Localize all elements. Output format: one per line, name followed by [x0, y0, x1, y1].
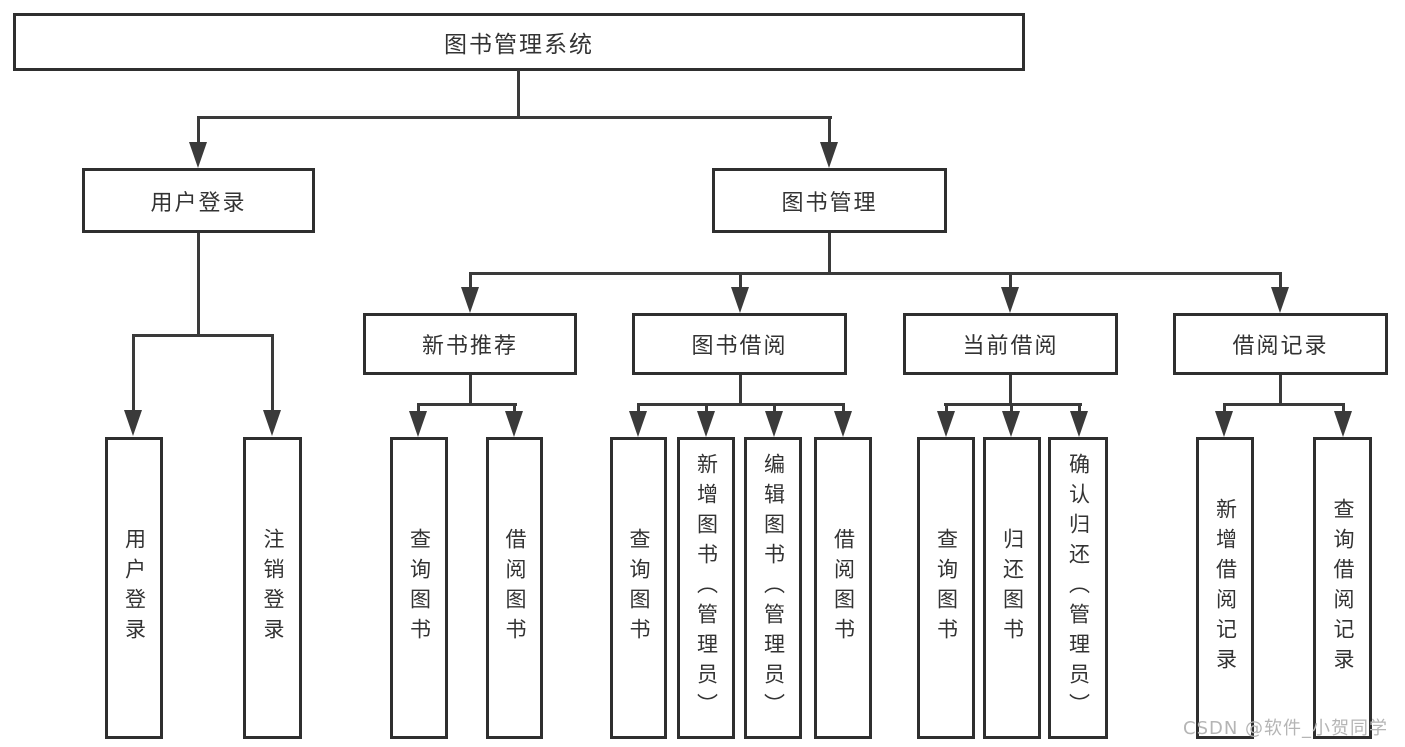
connector-line [417, 403, 517, 406]
arrow-down-shaft [197, 116, 200, 144]
arrow-down-shaft [132, 334, 135, 412]
node-book-borrowing: 图书借阅 [632, 313, 847, 375]
arrow-down-head [629, 411, 647, 437]
connector-line [1223, 403, 1345, 406]
connector-line [197, 116, 832, 119]
node-label: 图书管理系统 [444, 32, 594, 58]
arrow-down-head [1334, 411, 1352, 437]
leaf-label: 确认归还（管理员） [1066, 453, 1091, 723]
connector-line [1279, 375, 1282, 406]
node-label: 图书借阅 [691, 334, 788, 359]
node-user-login: 用户登录 [82, 168, 315, 233]
leaf-query-borrow-record: 查询借阅记录 [1313, 437, 1372, 739]
leaf-add-books-admin: 新增图书（管理员） [677, 437, 735, 739]
leaf-label: 用户登录 [122, 528, 147, 648]
leaf-label: 借阅图书 [831, 528, 856, 648]
arrow-down-head [731, 287, 749, 313]
csdn-watermark: CSDN @软件_小贺同学 [1183, 718, 1389, 739]
node-current-borrowing: 当前借阅 [903, 313, 1118, 375]
arrow-down-head [1001, 287, 1019, 313]
arrow-down-shaft [1009, 272, 1012, 294]
connector-line [637, 403, 845, 406]
leaf-label: 归还图书 [1000, 528, 1025, 648]
leaf-logout-login: 注销登录 [243, 437, 302, 739]
arrow-down-head [820, 142, 838, 168]
node-label: 当前借阅 [962, 334, 1059, 359]
leaf-confirm-return-admin: 确认归还（管理员） [1048, 437, 1108, 739]
leaf-borrow-books-borrowing: 借阅图书 [814, 437, 872, 739]
leaf-label: 查询图书 [627, 528, 651, 648]
leaf-label: 编辑图书（管理员） [761, 453, 786, 723]
leaf-label: 借阅图书 [503, 528, 527, 648]
node-library-management-system: 图书管理系统 [13, 13, 1025, 71]
arrow-down-shaft [828, 116, 831, 144]
node-label: 新书推荐 [421, 334, 518, 359]
arrow-down-head [697, 411, 715, 437]
connector-line [739, 375, 742, 406]
leaf-label: 新增借阅记录 [1213, 498, 1238, 678]
leaf-add-borrow-record: 新增借阅记录 [1196, 437, 1254, 739]
leaf-label: 查询借阅记录 [1331, 498, 1355, 678]
arrow-down-head [461, 287, 479, 313]
connector-line [944, 403, 1082, 406]
node-borrowing-records: 借阅记录 [1173, 313, 1388, 375]
arrow-down-head [263, 410, 281, 436]
leaf-query-books-current: 查询图书 [917, 437, 975, 739]
arrow-down-shaft [271, 334, 274, 412]
leaf-return-books: 归还图书 [983, 437, 1041, 739]
leaf-label: 查询图书 [934, 528, 959, 648]
connector-line [197, 233, 200, 337]
node-book-management: 图书管理 [712, 168, 947, 233]
arrow-down-head [189, 142, 207, 168]
connector-line [828, 233, 831, 275]
connector-line [132, 334, 274, 337]
arrow-down-head [409, 411, 427, 437]
arrow-down-head [124, 410, 142, 436]
connector-line [469, 272, 1282, 275]
arrow-down-shaft [1279, 272, 1282, 294]
leaf-query-books-borrowing: 查询图书 [610, 437, 667, 739]
arrow-down-head [765, 411, 783, 437]
arrow-down-head [834, 411, 852, 437]
connector-line [517, 70, 520, 119]
arrow-down-shaft [739, 272, 742, 294]
node-new-book-recommendation: 新书推荐 [363, 313, 577, 375]
node-label: 用户登录 [150, 190, 247, 216]
arrow-down-head [1002, 411, 1020, 437]
leaf-label: 查询图书 [407, 528, 432, 648]
leaf-edit-books-admin: 编辑图书（管理员） [744, 437, 802, 739]
leaf-user-login: 用户登录 [105, 437, 163, 739]
node-label: 图书管理 [781, 190, 878, 216]
leaf-borrow-books-recommend: 借阅图书 [486, 437, 543, 739]
arrow-down-head [1271, 287, 1289, 313]
arrow-down-shaft [469, 272, 472, 294]
node-label: 借阅记录 [1232, 334, 1329, 359]
arrow-down-head [505, 411, 523, 437]
connector-line [469, 375, 472, 406]
arrow-down-head [1070, 411, 1088, 437]
arrow-down-head [1215, 411, 1233, 437]
leaf-label: 新增图书（管理员） [694, 453, 719, 723]
connector-line [1009, 375, 1012, 406]
leaf-query-books-recommend: 查询图书 [390, 437, 448, 739]
arrow-down-head [937, 411, 955, 437]
leaf-label: 注销登录 [261, 528, 285, 648]
